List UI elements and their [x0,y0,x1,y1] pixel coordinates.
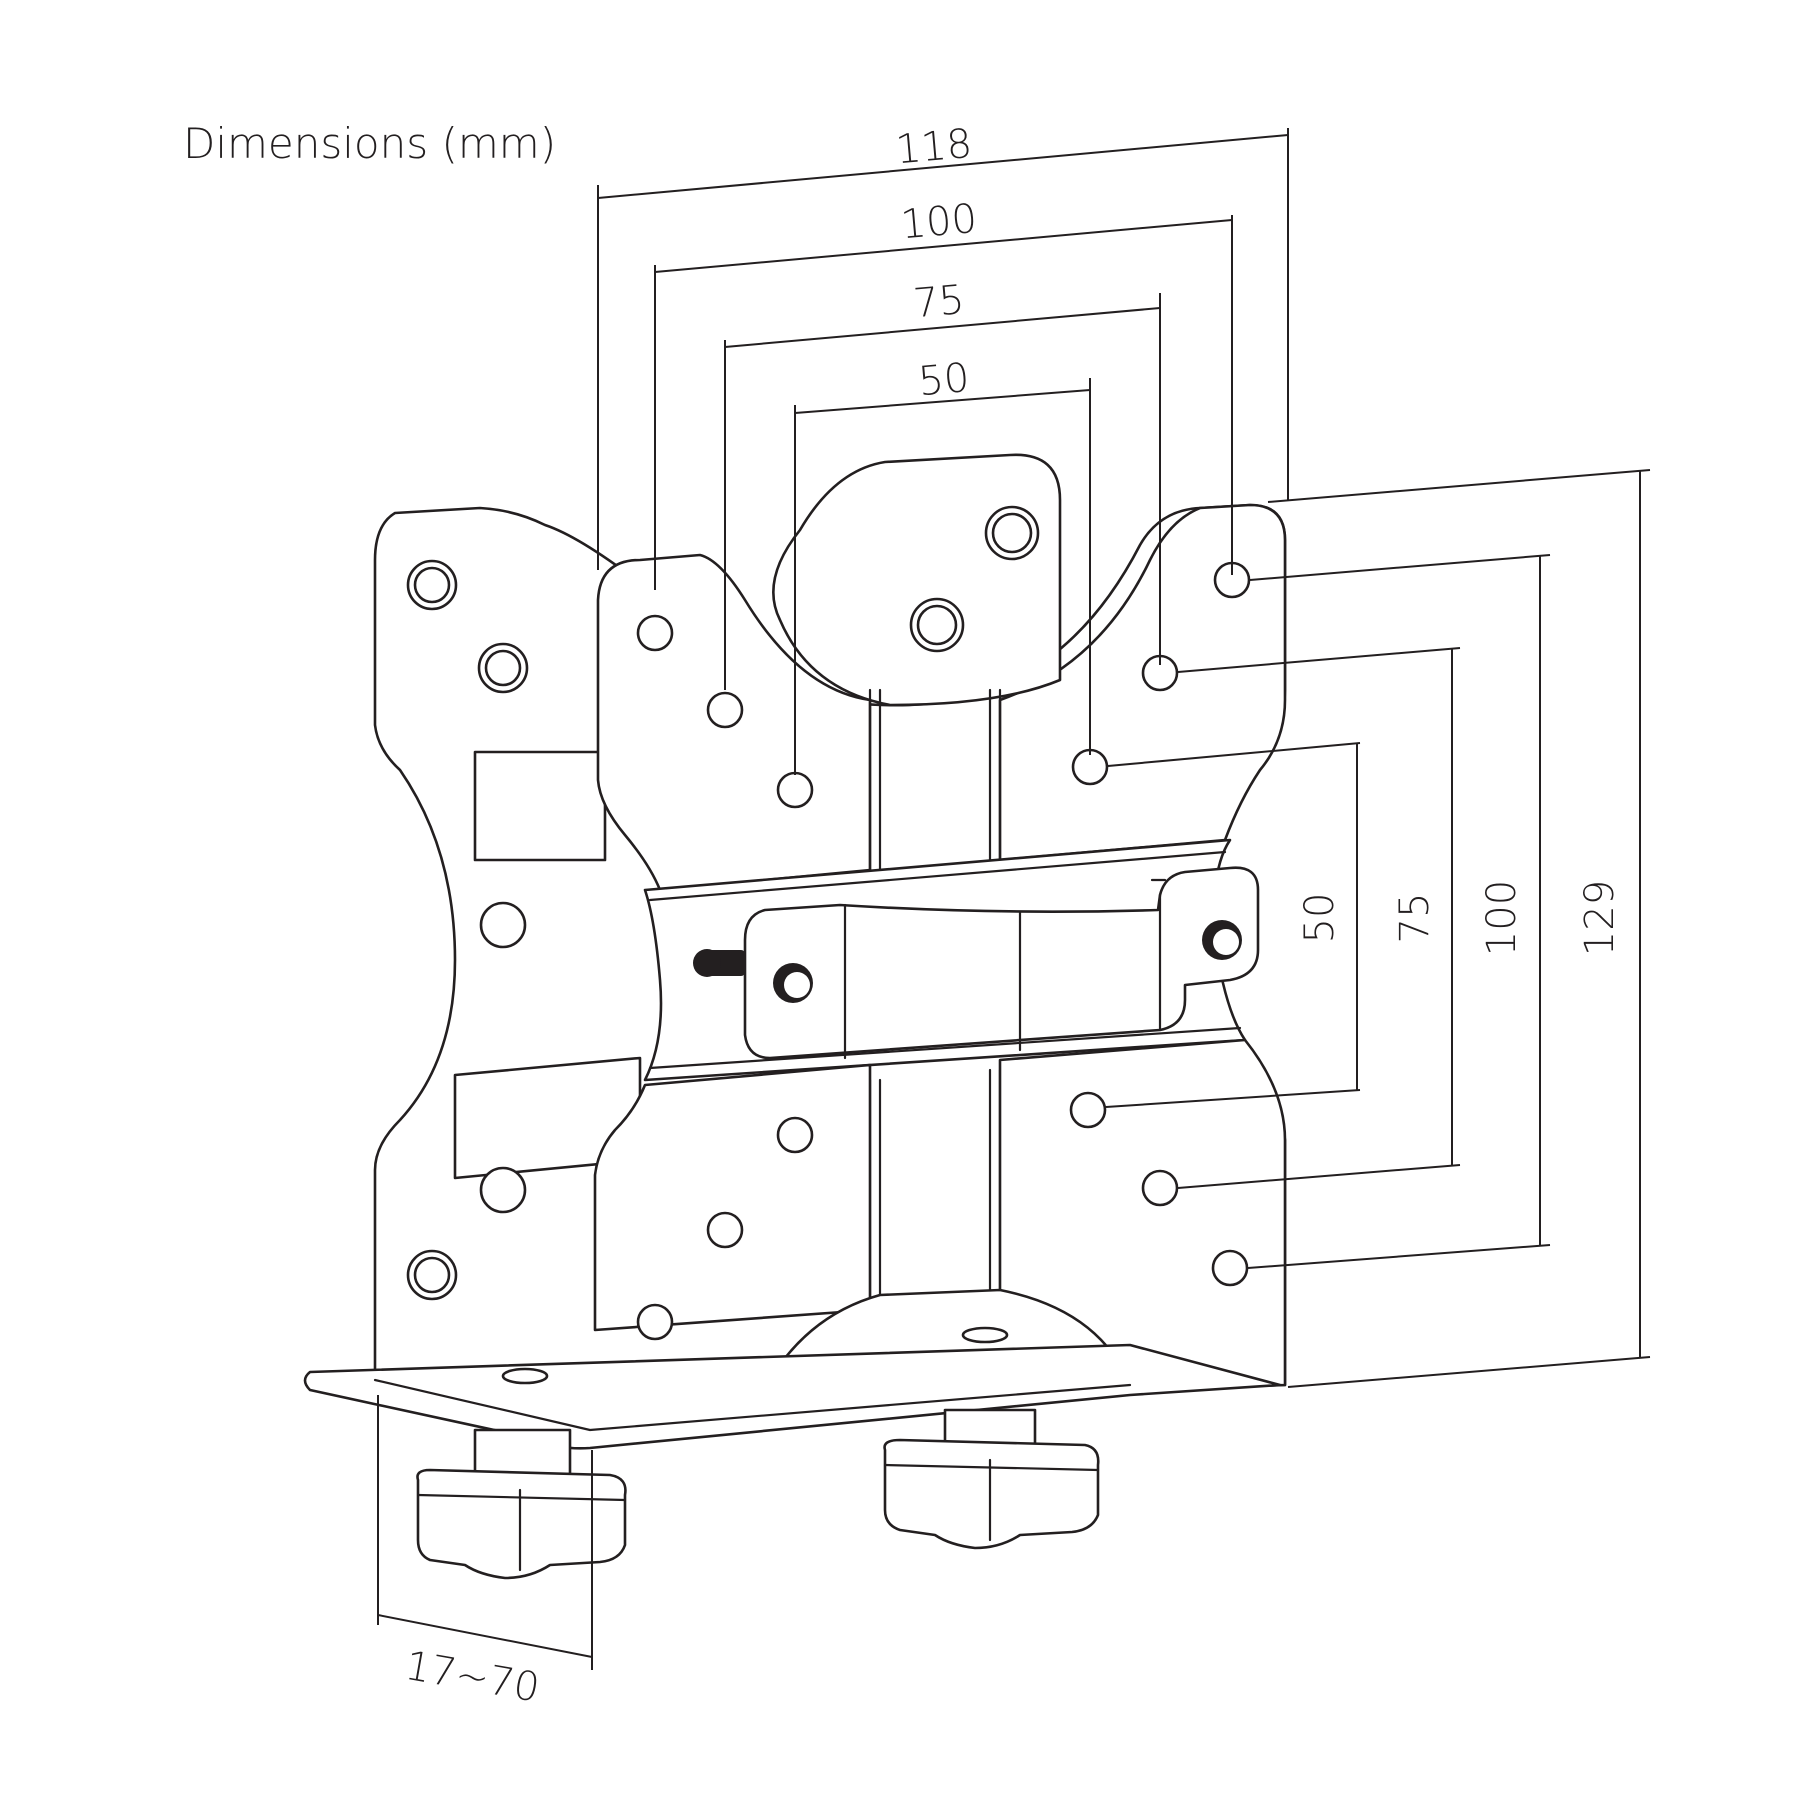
clamp-dimension-lines [377,1395,593,1670]
knob-right [883,1408,1100,1550]
side-label-75: 75 [1392,893,1438,944]
base-hole-left [501,1367,549,1385]
clamp-bracket [743,866,1260,1060]
rail-bar-upper [473,750,607,862]
top-cap-holes [909,505,1040,653]
side-dimension-lines [1105,469,1651,1388]
side-label-100: 100 [1479,880,1525,956]
dim-label-50: 50 [917,355,972,405]
clamp-range-label: 17~70 [402,1643,543,1712]
side-label-129: 129 [1577,880,1623,956]
top-center-cap [772,453,1062,707]
diagram-title: Dimensions (mm) [183,119,556,168]
base-hole-right [961,1326,1009,1344]
front-plate-lower [593,1063,872,1332]
front-plate-upper-right [998,503,1287,862]
front-plate-lower-right [998,1038,1287,1397]
knob-left [416,1428,627,1580]
clamp-screws [693,920,1242,1003]
side-label-50: 50 [1297,893,1343,944]
dim-label-100: 100 [899,196,979,248]
dim-label-75: 75 [912,277,967,327]
top-dimension-lines [597,128,1289,775]
dim-label-118: 118 [894,121,974,173]
back-plate-holes [406,559,529,1301]
